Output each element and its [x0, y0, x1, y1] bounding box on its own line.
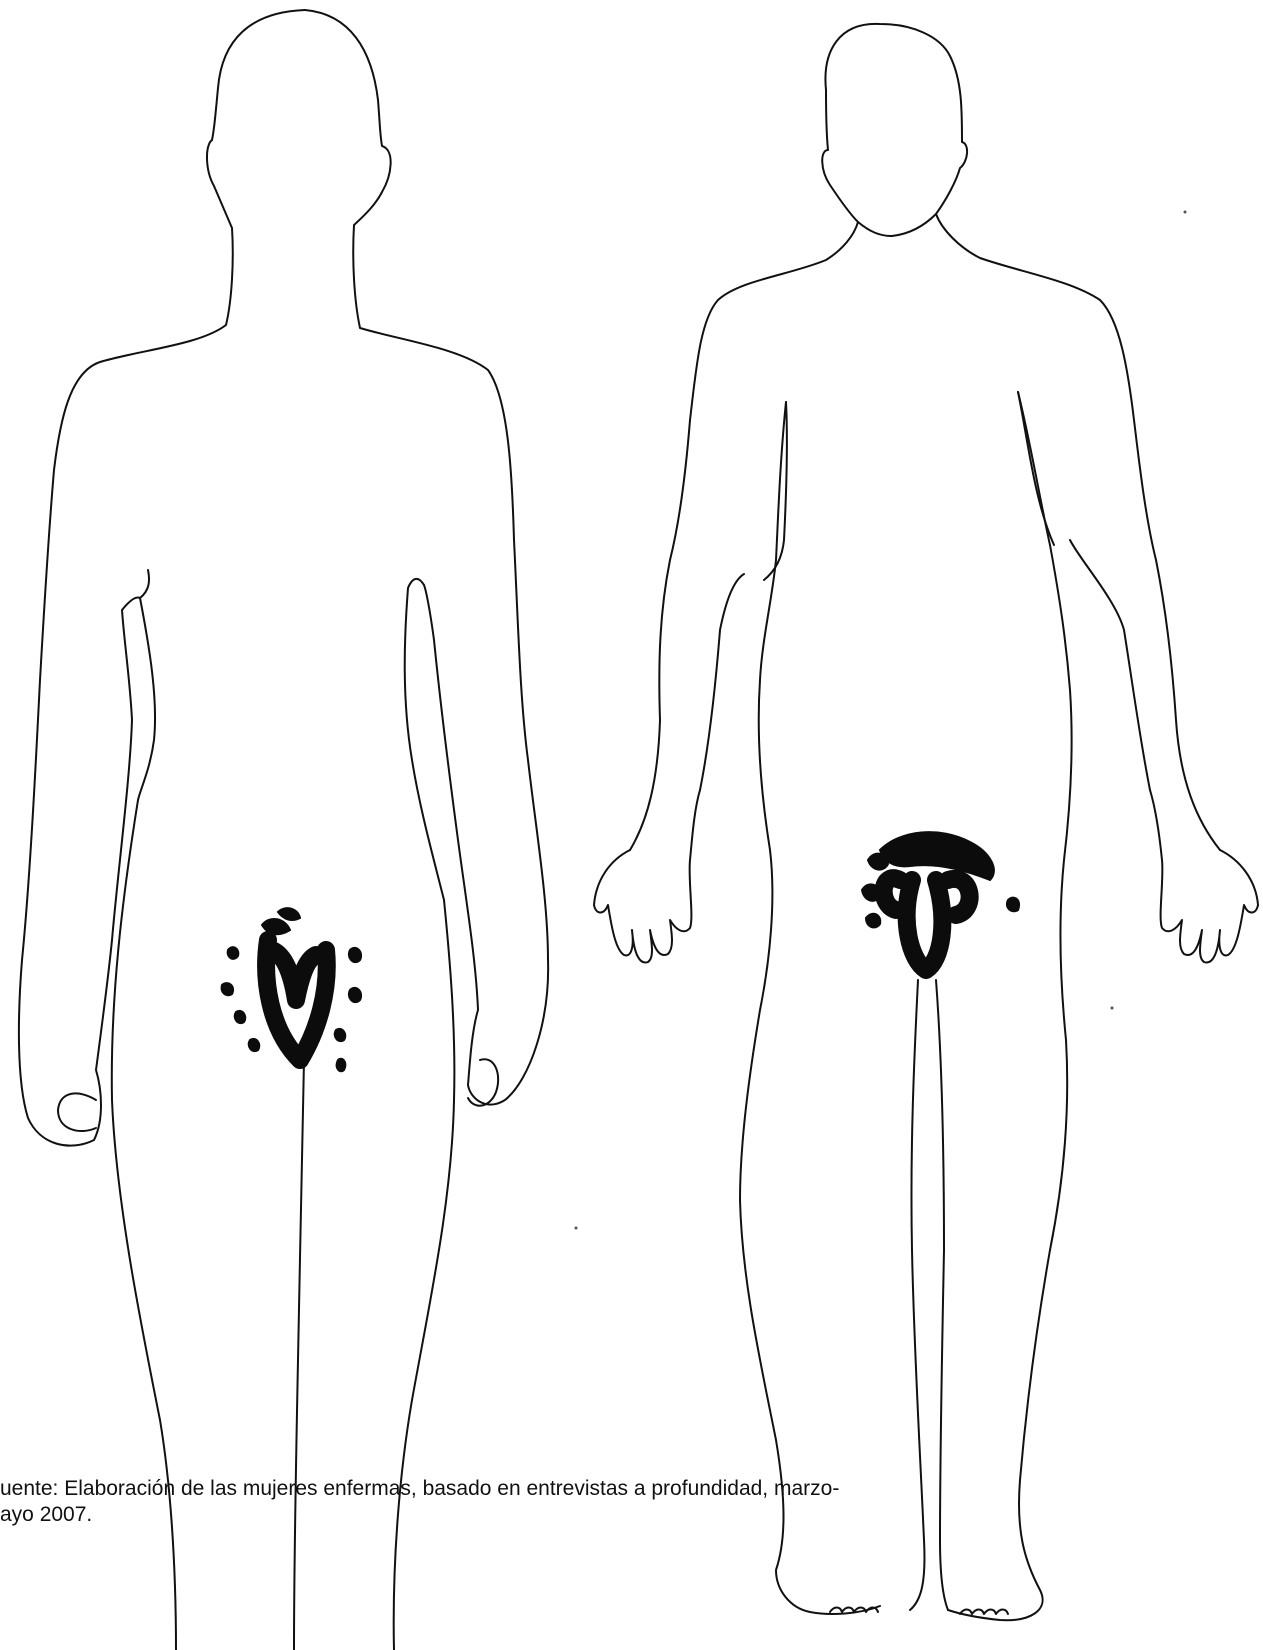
- male-mark-left-loop: [884, 878, 900, 910]
- male-right-shoulder: [936, 214, 1220, 850]
- male-left-torso: [740, 402, 880, 1614]
- female-mark-stroke-2: [272, 950, 316, 1000]
- male-marked-area: [862, 832, 1019, 970]
- speck-2: [1111, 1007, 1114, 1010]
- female-inner-leg: [294, 1060, 304, 1650]
- female-mark-dash-4: [249, 1039, 260, 1051]
- female-mark-dash-6: [349, 988, 361, 1002]
- male-left-arm-inner: [700, 574, 744, 790]
- speck-3: [575, 1227, 578, 1230]
- male-head-outline: [822, 24, 967, 236]
- female-right-arm-inner: [405, 579, 444, 900]
- female-right-leg-outer: [394, 900, 455, 1650]
- female-mark-dash-5: [349, 948, 361, 962]
- male-mark-hair-2: [868, 854, 888, 870]
- figure-caption: uente: Elaboración de las mujeres enferm…: [0, 1476, 1150, 1528]
- speck-1: [1184, 211, 1187, 214]
- female-mark-dash-3: [235, 1011, 246, 1023]
- female-mark-dash-8: [337, 1059, 346, 1072]
- male-figure: [594, 24, 1258, 1620]
- female-mark-dash-2: [222, 983, 233, 995]
- male-toes-right: [960, 1610, 1008, 1615]
- male-right-torso: [948, 392, 1072, 1620]
- female-figure: [19, 10, 548, 1650]
- male-mark-hair-5: [1007, 898, 1019, 912]
- female-marked-area: [222, 908, 361, 1071]
- female-mark-dash-1: [228, 947, 239, 959]
- female-left-hand: [58, 1093, 96, 1131]
- female-right-torso: [305, 10, 548, 1105]
- male-mark-shaft: [907, 880, 943, 970]
- male-left-hand: [594, 790, 700, 963]
- female-mark-blob-2: [278, 908, 300, 920]
- caption-line-1: uente: Elaboración de las mujeres enferm…: [0, 1476, 1133, 1502]
- female-left-arm-inner: [122, 598, 155, 801]
- female-mark-dash-7: [335, 1029, 346, 1041]
- male-mark-hair-3: [862, 884, 880, 900]
- male-left-shoulder: [630, 222, 858, 850]
- male-mark-right-loop: [948, 879, 970, 915]
- female-waist-left: [140, 570, 149, 598]
- male-right-armpit-line: [1018, 392, 1054, 545]
- male-right-hand: [1150, 790, 1258, 963]
- male-right-arm-inner: [1070, 540, 1150, 790]
- caption-line-2: ayo 2007.: [0, 1502, 1150, 1528]
- male-mark-hair-4: [866, 914, 880, 928]
- female-right-hand: [468, 1059, 498, 1105]
